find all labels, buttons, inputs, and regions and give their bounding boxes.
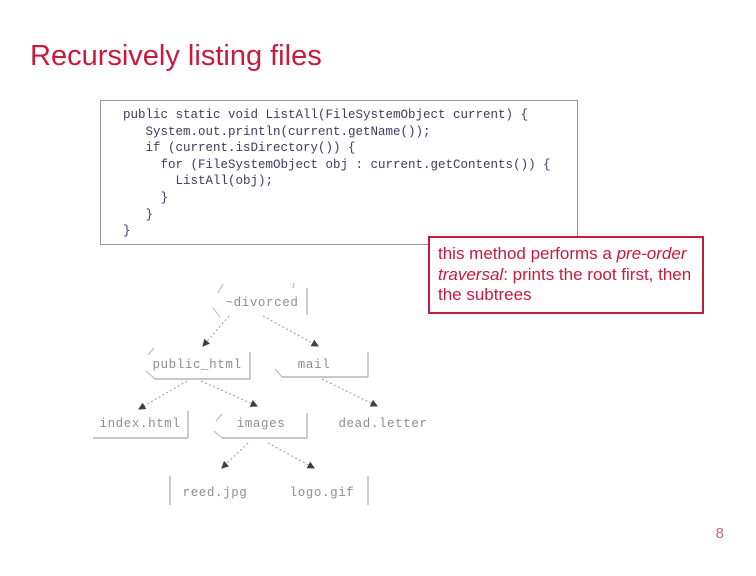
code-line: public static void ListAll(FileSystemObj… bbox=[123, 108, 529, 122]
file-tree-diagram: ~divorced public_html mail index.html im… bbox=[93, 282, 427, 505]
tree-edge-publichtml-images bbox=[200, 380, 259, 407]
tree-node-mail: mail bbox=[298, 358, 330, 372]
code-line: System.out.println(current.getName()); bbox=[123, 124, 431, 139]
scan-tick bbox=[292, 282, 295, 289]
code-line: ListAll(obj); bbox=[123, 174, 274, 189]
tree-edge-mail-deadletter bbox=[321, 378, 379, 407]
tree-edge-root-publichtml bbox=[202, 315, 230, 347]
page-title: Recursively listing files bbox=[30, 40, 322, 72]
callout-text-after: : prints the root first, then the subtre… bbox=[438, 264, 692, 305]
tree-node-root: ~divorced bbox=[226, 296, 299, 310]
page-number: 8 bbox=[715, 525, 724, 542]
tree-node-dead-letter: dead.letter bbox=[338, 417, 427, 431]
scan-tick bbox=[213, 430, 223, 439]
scan-tick bbox=[147, 347, 155, 356]
code-line: } bbox=[123, 190, 169, 205]
scan-tick bbox=[274, 368, 283, 378]
tree-node-public-html: public_html bbox=[152, 358, 241, 372]
scan-tick bbox=[217, 283, 224, 294]
code-line: if (current.isDirectory()) { bbox=[123, 141, 356, 156]
tree-node-reed-jpg: reed.jpg bbox=[183, 486, 248, 500]
scan-tick bbox=[215, 413, 223, 422]
callout-text-before: this method performs a bbox=[438, 244, 617, 263]
callout-text-italic: pre-order traversal bbox=[438, 244, 687, 284]
tree-edge-images-logogif bbox=[267, 442, 315, 469]
code-box: public static void ListAll(FileSystemObj… bbox=[100, 100, 578, 245]
code-line: for (FileSystemObject obj : current.getC… bbox=[123, 157, 551, 172]
tree-node-images: images bbox=[237, 417, 286, 431]
scan-tick bbox=[212, 307, 221, 318]
callout-box: this method performs a pre-order travers… bbox=[428, 236, 704, 314]
tree-edge-images-reedjpg bbox=[221, 442, 249, 469]
tree-node-logo-gif: logo.gif bbox=[290, 486, 355, 500]
tree-edge-root-mail bbox=[262, 315, 319, 347]
code-line: } bbox=[123, 207, 154, 222]
tree-node-index-html: index.html bbox=[99, 417, 180, 431]
scan-tick bbox=[145, 370, 156, 380]
tree-edge-publichtml-indexhtml bbox=[138, 380, 188, 410]
code-line: } bbox=[123, 224, 131, 239]
